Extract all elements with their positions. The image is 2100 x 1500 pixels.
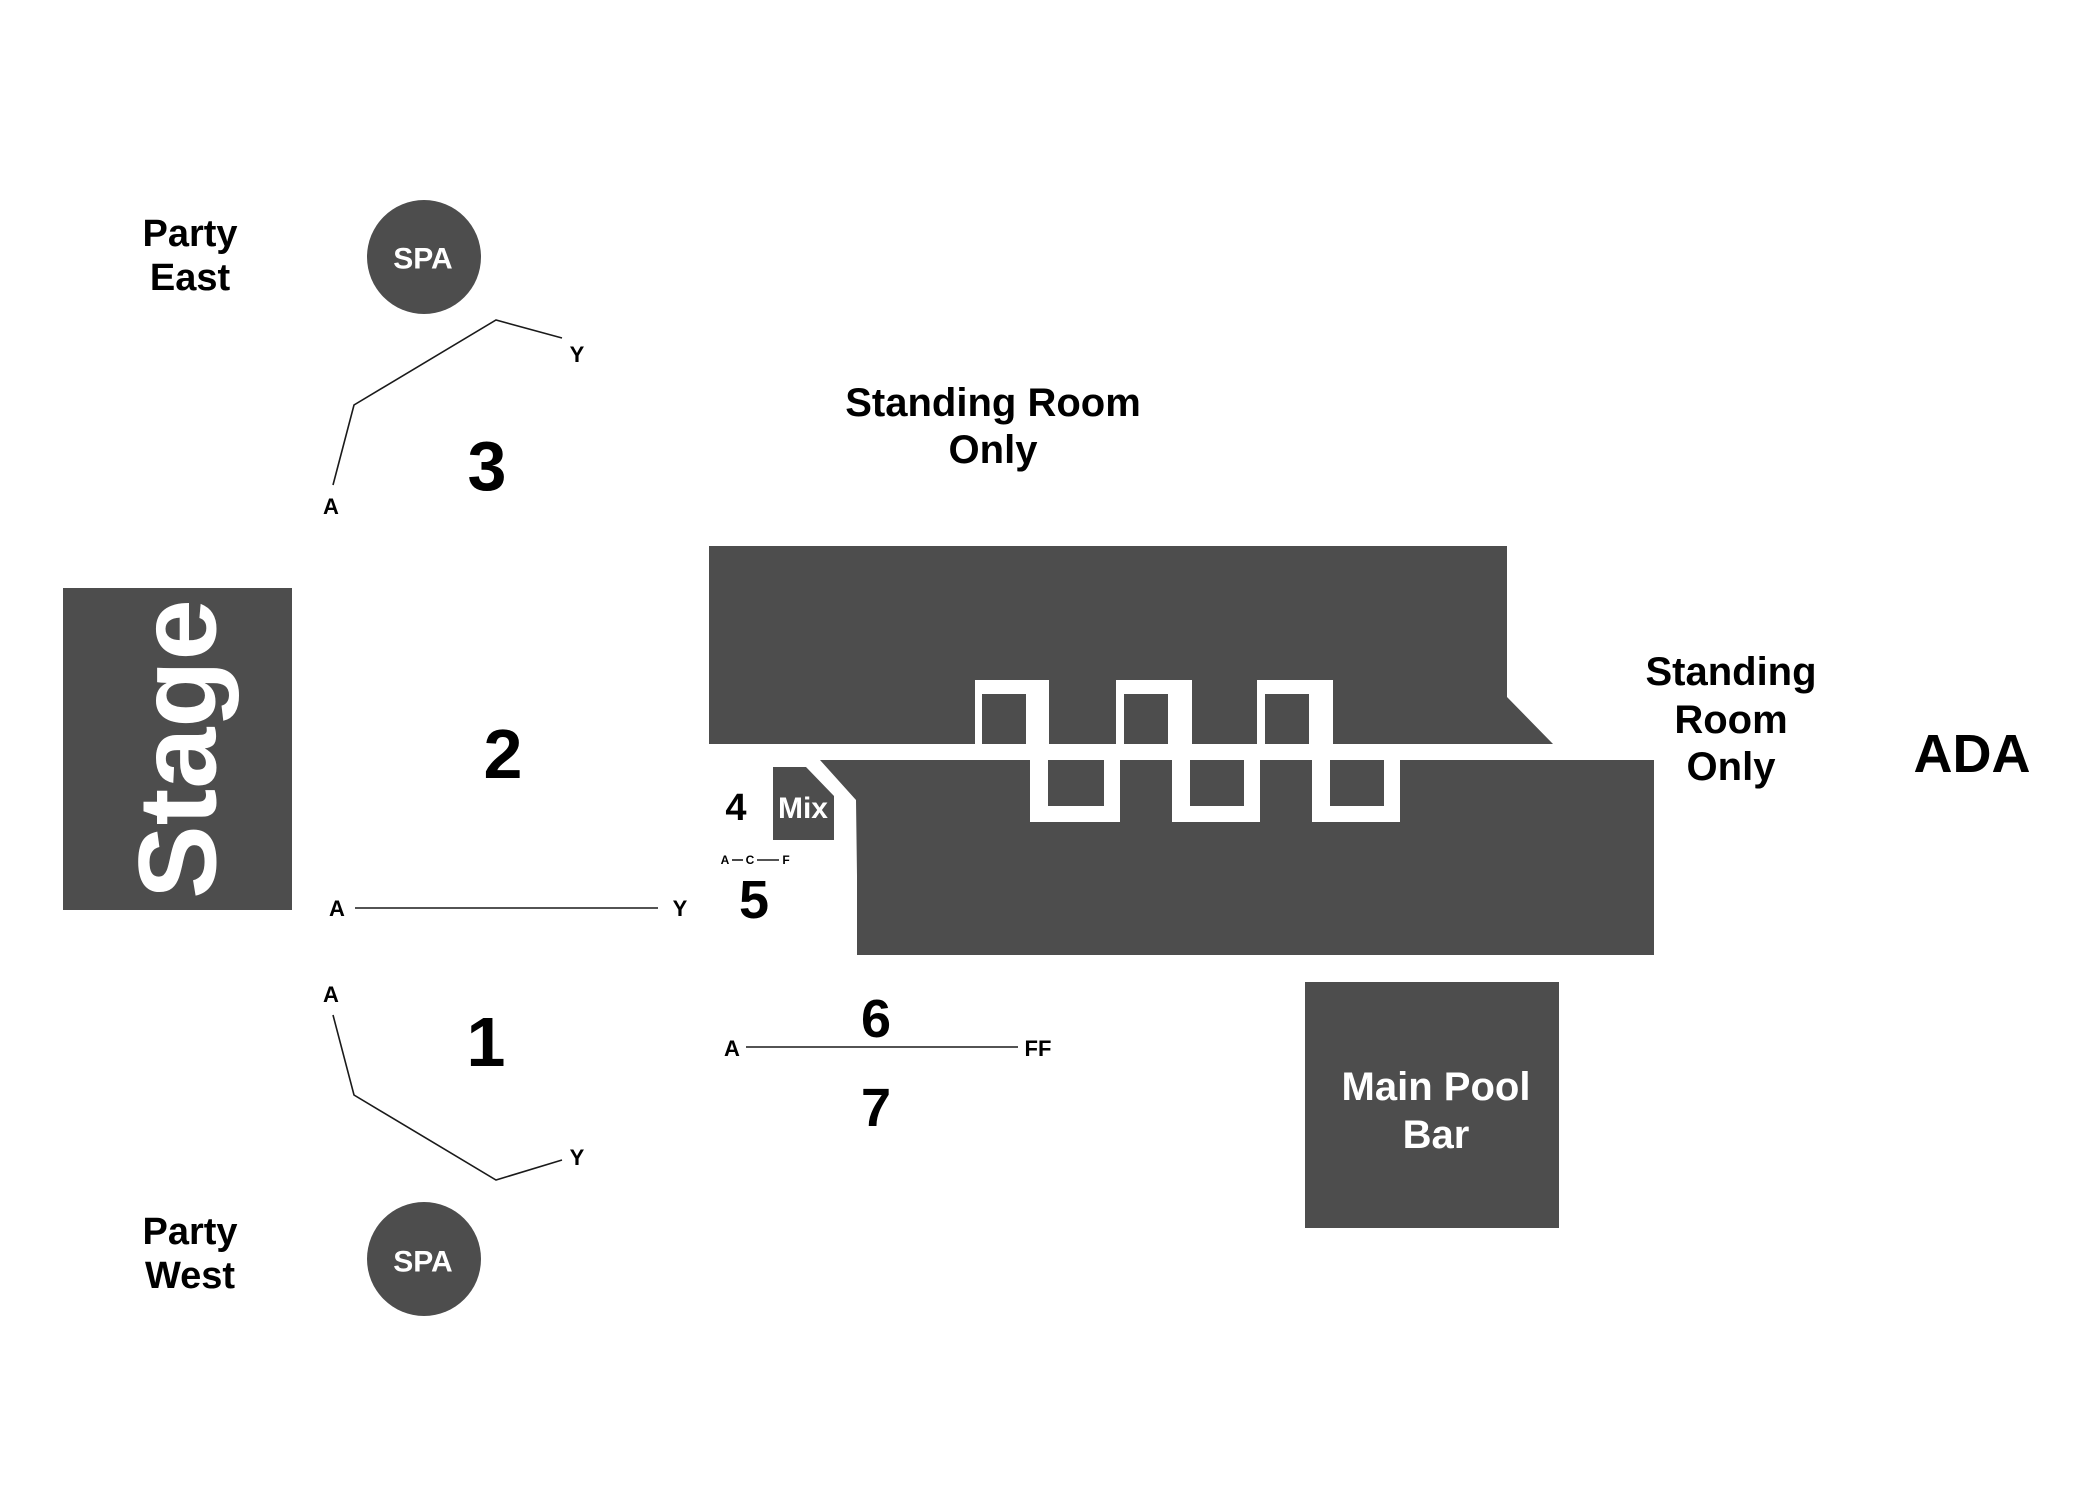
- main-pool-bar-line2: Bar: [1403, 1113, 1470, 1157]
- section-67-row-start: A: [724, 1036, 740, 1061]
- svg-text:West: West: [145, 1255, 235, 1297]
- section-1-label[interactable]: 1: [467, 1003, 506, 1081]
- section-3-row-line: [332, 319, 563, 486]
- section-3-row-end: Y: [570, 342, 585, 367]
- main-pool-bar-line1: Main Pool: [1342, 1065, 1531, 1109]
- svg-text:Party: Party: [142, 1211, 237, 1253]
- spa-west-label: SPA: [393, 1246, 452, 1279]
- section-2-label[interactable]: 2: [484, 715, 523, 793]
- section-2-row-end: Y: [673, 896, 688, 921]
- svg-text:Only: Only: [1687, 745, 1777, 789]
- svg-text:Only: Only: [949, 428, 1039, 472]
- standing-room-top-label: Standing Room Only: [845, 381, 1141, 472]
- svg-text:F: F: [782, 853, 789, 867]
- lower-pool-deck[interactable]: [820, 760, 1654, 955]
- mix-booth[interactable]: Mix: [773, 767, 834, 840]
- stage-label: Stage: [117, 599, 240, 899]
- section-1-row-start: A: [323, 982, 339, 1007]
- section-5-label[interactable]: 5: [739, 870, 769, 930]
- main-pool-bar[interactable]: Main Pool Bar: [1305, 982, 1559, 1228]
- section-7-label[interactable]: 7: [861, 1078, 891, 1138]
- spa-west[interactable]: SPA: [367, 1202, 481, 1316]
- section-1-row-end: Y: [570, 1145, 585, 1170]
- svg-text:Room: Room: [1674, 698, 1787, 742]
- section-67-row-end: FF: [1025, 1036, 1052, 1061]
- section-2-row-start: A: [329, 896, 345, 921]
- ada-label[interactable]: ADA: [1914, 724, 2031, 784]
- standing-room-right-label: Standing Room Only: [1645, 650, 1816, 789]
- spa-east[interactable]: SPA: [367, 200, 481, 314]
- svg-text:A: A: [721, 853, 730, 867]
- section-3-label[interactable]: 3: [468, 427, 507, 505]
- section-4-label[interactable]: 4: [725, 787, 746, 829]
- svg-text:Standing: Standing: [1645, 650, 1816, 694]
- section-5-rows: A C F: [721, 853, 790, 867]
- section-6-label[interactable]: 6: [861, 989, 891, 1049]
- section-1-row-line: [332, 1014, 563, 1181]
- svg-text:C: C: [746, 853, 755, 867]
- party-west-label: Party West: [142, 1211, 237, 1297]
- spa-east-label: SPA: [393, 243, 452, 276]
- svg-text:East: East: [150, 257, 231, 299]
- svg-text:Standing Room: Standing Room: [845, 381, 1141, 425]
- party-east-label: Party East: [142, 213, 237, 299]
- stage[interactable]: Stage: [63, 588, 292, 910]
- section-3-row-start: A: [323, 494, 339, 519]
- mix-label: Mix: [778, 792, 828, 825]
- upper-pool-deck[interactable]: [709, 546, 1553, 744]
- svg-text:Party: Party: [142, 213, 237, 255]
